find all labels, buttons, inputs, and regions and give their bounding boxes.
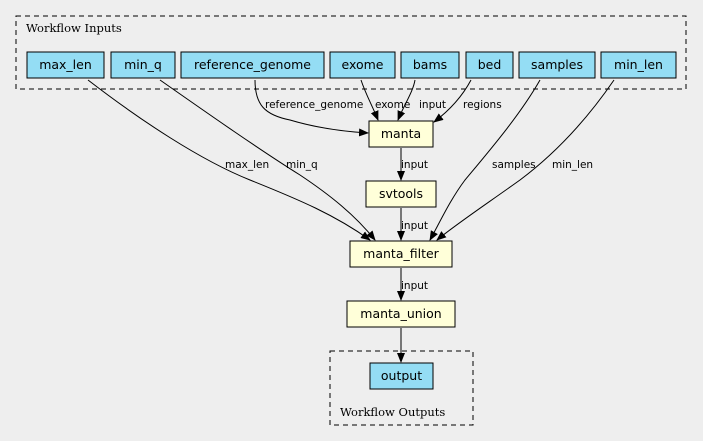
step-node-manta-union[interactable]: manta_union [346,300,456,328]
edge-min-len-to-manta-filter [436,79,615,241]
edge-label-bed-regions: regions [463,99,502,111]
step-node-manta-union-label: manta_union [360,306,441,321]
edge-label-max-len: max_len [225,159,269,171]
edges [87,79,615,363]
input-node-samples[interactable]: samples [518,51,596,79]
edge-bed-to-manta [433,79,472,123]
step-node-svtools[interactable]: svtools [365,180,437,208]
output-node-label: output [381,368,422,383]
edge-label-min-q: min_q [286,159,318,171]
output-node[interactable]: output [369,362,434,390]
input-node-max-len[interactable]: max_len [26,51,105,79]
workflow-outputs-title: Workflow Outputs [340,405,445,419]
step-node-manta-label: manta [381,126,421,141]
input-node-reference-genome[interactable]: reference_genome [180,51,325,79]
input-node-bams[interactable]: bams [400,51,460,79]
input-node-exome-label: exome [342,57,384,72]
edge-reference-genome-to-manta [254,79,369,137]
input-node-reference-genome-label: reference_genome [194,57,311,72]
input-node-min-q-label: min_q [124,57,162,72]
edge-label-samples: samples [492,159,536,171]
step-node-manta-filter[interactable]: manta_filter [349,240,453,268]
input-node-bed[interactable]: bed [465,51,514,79]
edge-max-len-to-manta-filter [87,79,371,241]
input-node-min-len[interactable]: min_len [600,51,677,79]
input-node-min-len-label: min_len [614,57,663,72]
edge-label-manta-svtools: input [401,159,428,171]
step-node-manta[interactable]: manta [368,120,434,148]
step-node-manta-filter-label: manta_filter [363,246,440,261]
edge-bams-to-manta [397,79,416,121]
edge-samples-to-manta-filter [429,79,541,241]
edge-exome-to-manta [360,79,379,121]
step-node-svtools-label: svtools [379,186,423,201]
workflow-inputs-cluster: Workflow Inputs [15,15,687,90]
edge-label-svtools-filter: input [401,220,428,232]
edge-labels: reference_genome exome input regions inp… [225,99,593,292]
workflow-inputs-title: Workflow Inputs [26,21,122,35]
input-nodes: max_len min_q reference_genome exome bam… [26,51,677,79]
input-node-min-q[interactable]: min_q [110,51,176,79]
input-node-bed-label: bed [478,57,502,72]
edge-label-exome: exome [375,99,410,111]
edge-label-reference-genome: reference_genome [265,99,363,111]
edge-label-bams-input: input [419,99,446,111]
edge-min-q-to-manta-filter [159,79,376,241]
input-node-bams-label: bams [413,57,447,72]
input-node-samples-label: samples [531,57,583,72]
input-node-max-len-label: max_len [39,57,92,72]
input-node-exome[interactable]: exome [329,51,396,79]
edge-label-min-len: min_len [552,159,593,171]
workflow-outputs-cluster: Workflow Outputs [329,350,474,426]
edge-label-filter-union: input [401,280,428,292]
step-nodes: manta svtools manta_filter manta_union [346,120,456,328]
